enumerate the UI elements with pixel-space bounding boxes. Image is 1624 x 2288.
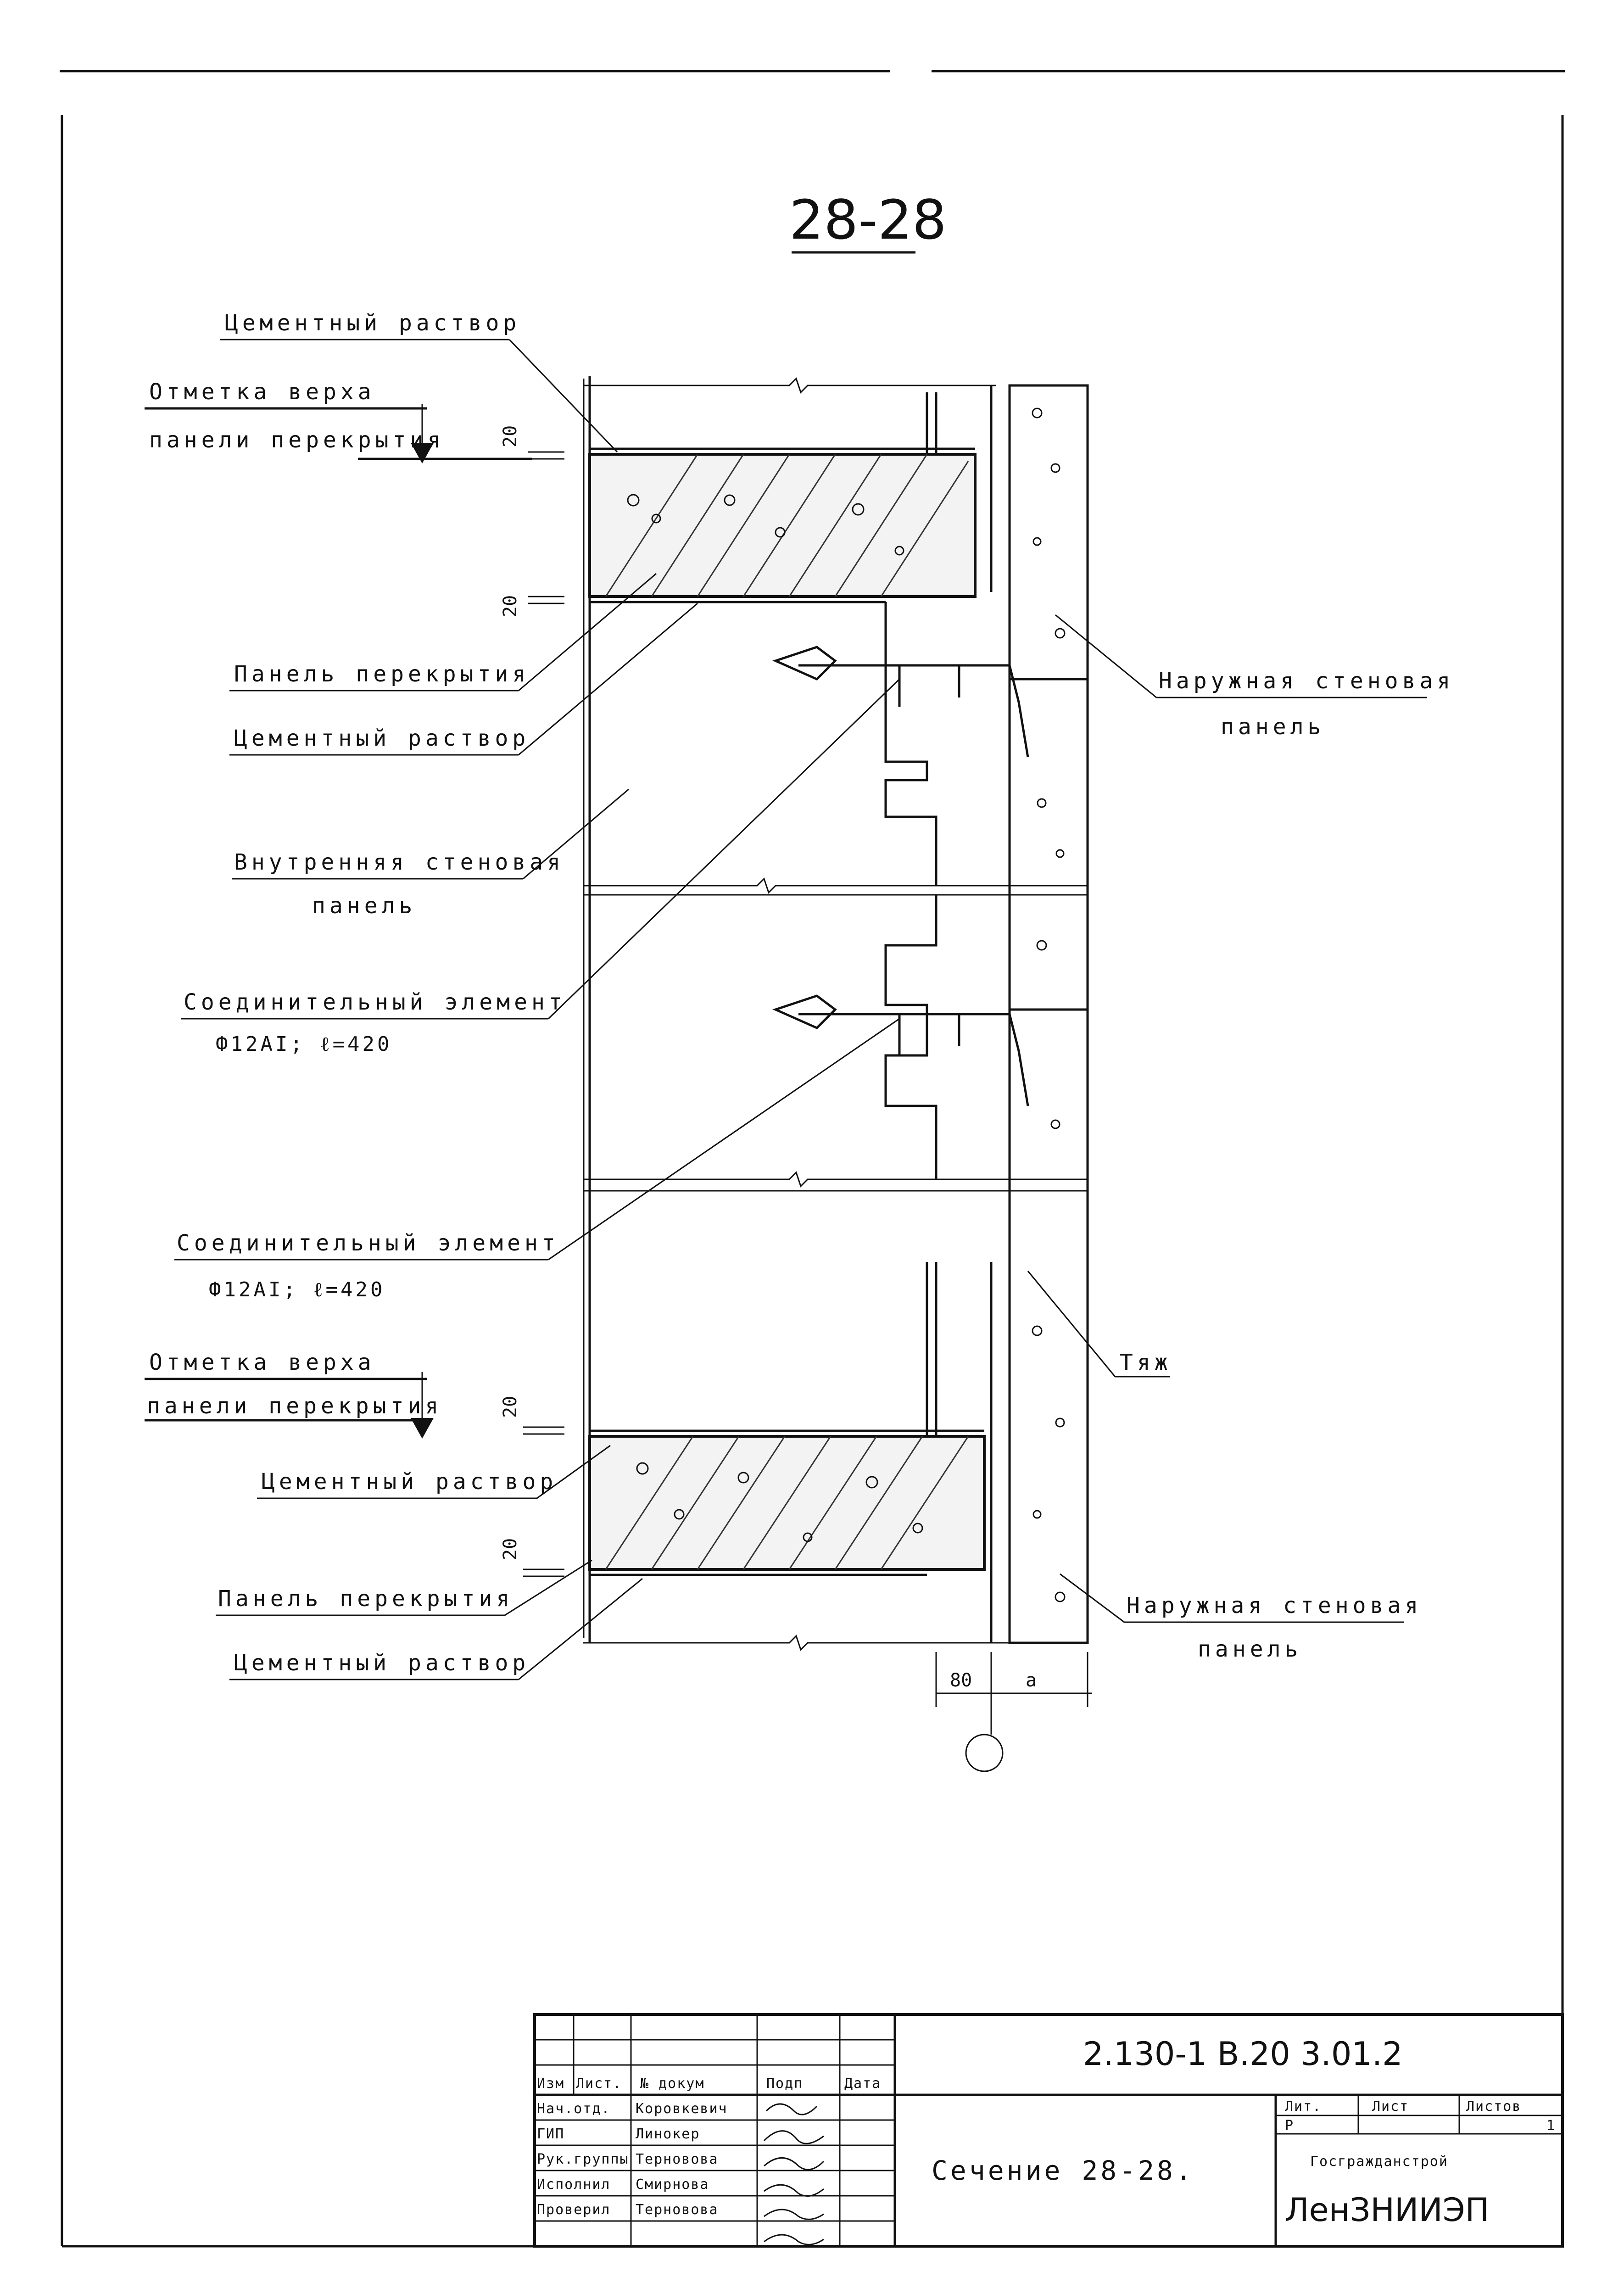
section-title: 28-28 <box>789 188 947 251</box>
tb-sheet-header: Лист <box>1372 2098 1409 2115</box>
floor-slab-1 <box>588 447 977 603</box>
dim-80: 80 <box>950 1670 972 1691</box>
label-outer-panel-2-line1: Наружная стеновая <box>1127 1593 1422 1618</box>
outer-panel-texture <box>1032 407 1066 1602</box>
tb-sheets-value: 1 <box>1546 2118 1556 2134</box>
label-mark-top-1-line2: панели перекрытия <box>149 427 445 453</box>
tb-role-4: Проверил <box>537 2202 611 2218</box>
tb-org-line1: Госгражданстрой <box>1310 2154 1448 2170</box>
section-drawing <box>583 376 1089 1651</box>
label-outer-panel-1-line1: Наружная стеновая <box>1159 668 1454 694</box>
label-outer-panel-2-line2: панель <box>1198 1636 1302 1662</box>
label-connector-1-line2: Ф12АI; ℓ=420 <box>216 1032 392 1056</box>
dim-20-d: 20 <box>500 1538 521 1560</box>
level-mark-2 <box>145 1372 434 1439</box>
dim-20-c: 20 <box>500 1396 521 1418</box>
tb-sheets-header: Листов <box>1466 2098 1521 2115</box>
label-mortar-top-1: Цементный раствор <box>225 310 520 336</box>
tb-stage-value: Р <box>1285 2118 1294 2134</box>
tb-role-2: Рук.группы <box>537 2151 629 2167</box>
tb-name-3: Смирнова <box>636 2176 709 2193</box>
tb-name-0: Коровкевич <box>636 2101 728 2117</box>
tb-stage-header: Лит. <box>1285 2098 1322 2115</box>
label-connector-1-line1: Соединительный элемент <box>184 989 566 1015</box>
dimension-lines <box>523 451 1092 1772</box>
label-mark-top-2-line2: панели перекрытия <box>147 1393 442 1419</box>
tb-role-1: ГИП <box>537 2126 564 2142</box>
floor-slab-2 <box>588 1429 986 1576</box>
tb-name-2: Терновова <box>636 2151 719 2167</box>
connector-element-2 <box>772 994 1029 1106</box>
tb-sheet-title: Сечение 28-28. <box>932 2155 1194 2186</box>
dim-a: a <box>1026 1670 1037 1691</box>
tb-header-date: Дата <box>844 2076 881 2092</box>
dim-20-b: 20 <box>500 595 521 617</box>
label-inner-panel-line2: панель <box>312 893 416 919</box>
level-mark-1 <box>145 404 532 463</box>
leader-lines <box>174 339 1427 1680</box>
tb-name-4: Терновова <box>636 2202 719 2218</box>
tb-header-docno: № докум <box>640 2076 704 2092</box>
label-tie: Тяж <box>1120 1350 1172 1375</box>
connector-element-1 <box>772 646 1029 758</box>
label-mortar-bottom-1: Цементный раствор <box>234 725 530 751</box>
label-floor-panel-2: Панель перекрытия <box>218 1586 513 1612</box>
label-mark-top-1-line1: Отметка верха <box>149 379 375 405</box>
tb-name-1: Линокер <box>636 2126 700 2142</box>
label-inner-panel-line1: Внутренняя стеновая <box>234 849 564 875</box>
dim-20-a: 20 <box>500 425 521 447</box>
axis-marker-circle <box>965 1734 1004 1772</box>
tb-header-signature: Подп <box>766 2076 803 2092</box>
label-mortar-top-2: Цементный раствор <box>262 1469 557 1495</box>
tb-org-line2: ЛенЗНИИЭП <box>1285 2191 1489 2229</box>
label-connector-2-line2: Ф12АI; ℓ=420 <box>209 1278 385 1301</box>
tb-role-0: Нач.отд. <box>537 2101 611 2117</box>
tb-document-code: 2.130-1 В.20 3.01.2 <box>1083 2035 1403 2073</box>
tb-role-3: Исполнил <box>537 2176 611 2193</box>
label-mortar-bottom-2: Цементный раствор <box>234 1650 530 1676</box>
label-outer-panel-1-line2: панель <box>1221 714 1325 740</box>
tb-header-sheet: Лист. <box>576 2076 622 2092</box>
tb-header-change: Изм <box>537 2076 564 2092</box>
title-block <box>533 2013 1564 2248</box>
label-floor-panel-1: Панель перекрытия <box>234 661 530 687</box>
label-mark-top-2-line1: Отметка верха <box>149 1350 375 1375</box>
label-connector-2-line1: Соединительный элемент <box>177 1230 559 1256</box>
